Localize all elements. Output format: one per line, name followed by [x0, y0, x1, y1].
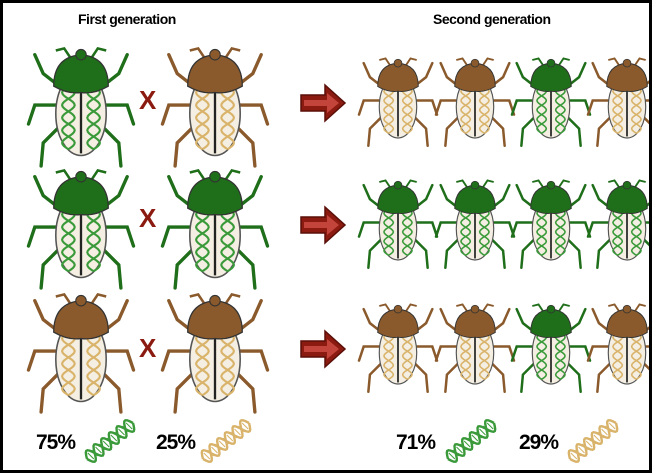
offspring-beetle-row-3-3 — [512, 304, 590, 391]
offspring-beetle-row-2-3 — [512, 180, 590, 267]
dna-tan-icon-second — [569, 420, 617, 461]
dna-green-icon-second — [447, 420, 495, 461]
offspring-beetle-row-1-2 — [436, 58, 514, 145]
second-light-percentage: 29% — [519, 431, 558, 455]
dna-tan-icon-first — [202, 420, 250, 461]
offspring-beetle-row-1-1 — [359, 58, 437, 145]
dna-green-icon-first — [86, 420, 134, 461]
parent-beetle-row-3-2 — [163, 294, 268, 412]
offspring-beetle-row-2-2 — [436, 180, 514, 267]
second-dark-percentage: 71% — [396, 431, 435, 455]
first-dark-percentage: 75% — [36, 431, 75, 455]
offspring-beetle-row-3-1 — [359, 304, 437, 391]
parent-beetle-row-1-2 — [163, 48, 268, 166]
parent-beetle-row-3-1 — [29, 294, 134, 412]
first-light-percentage: 25% — [156, 431, 195, 455]
offspring-beetle-row-3-2 — [436, 304, 514, 391]
arrow-row-2 — [301, 207, 345, 243]
beetle-layer — [3, 3, 652, 473]
parent-beetle-row-1-1 — [29, 48, 134, 166]
arrow-row-3 — [301, 331, 345, 367]
offspring-beetle-row-2-4 — [588, 180, 652, 267]
offspring-beetle-row-1-3 — [512, 58, 590, 145]
offspring-beetle-row-1-4 — [588, 58, 652, 145]
offspring-beetle-row-3-4 — [588, 304, 652, 391]
parent-beetle-row-2-2 — [163, 170, 268, 288]
arrow-row-1 — [301, 85, 345, 121]
parent-beetle-row-2-1 — [29, 170, 134, 288]
offspring-beetle-row-2-1 — [359, 180, 437, 267]
